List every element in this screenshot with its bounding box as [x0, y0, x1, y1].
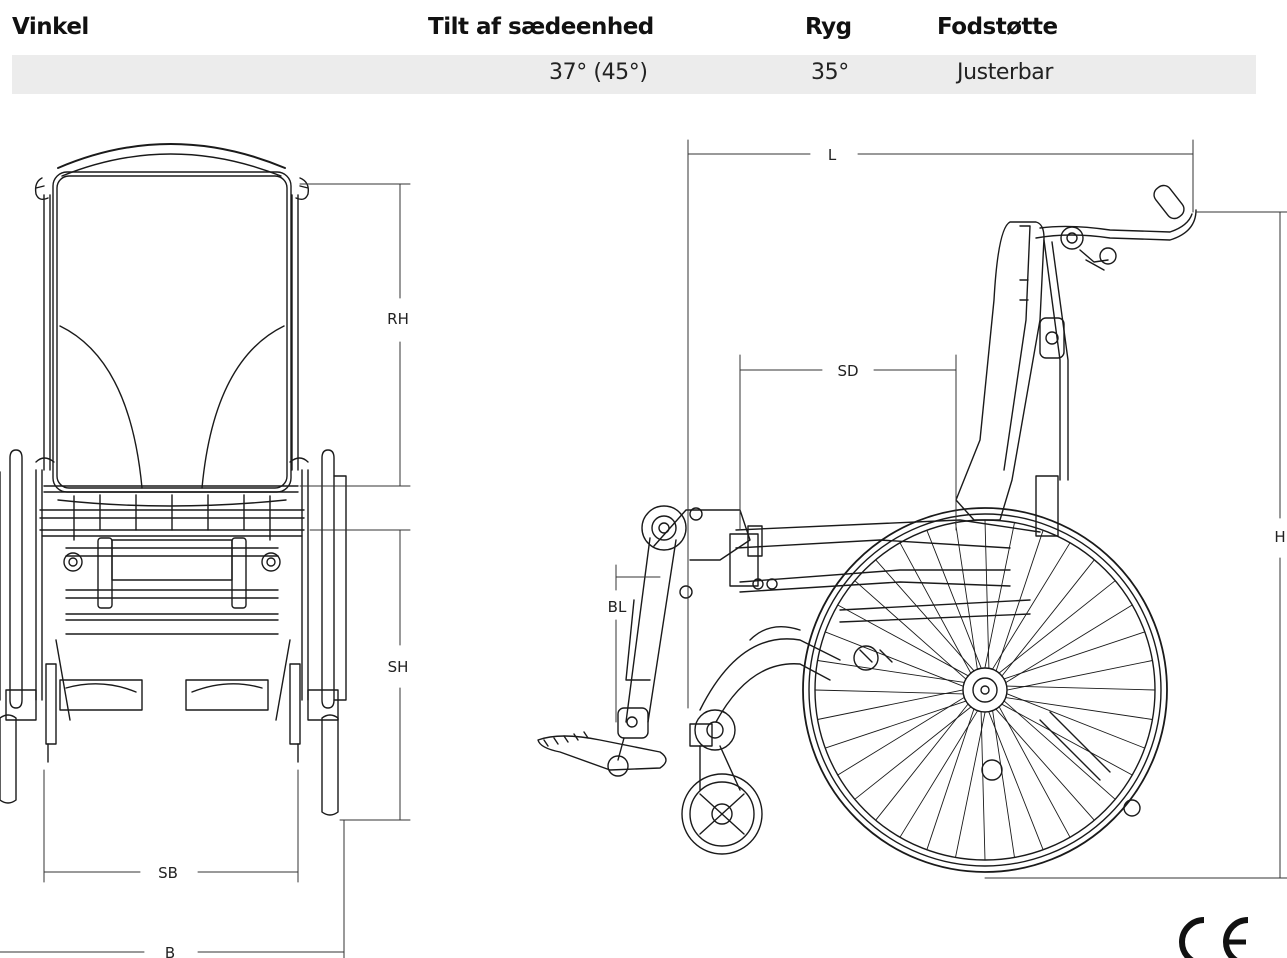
- front-view: [0, 143, 347, 816]
- wheel-spoke: [1005, 697, 1153, 720]
- wheel-spoke: [992, 710, 1015, 858]
- wheel-spoke: [817, 660, 965, 683]
- wheel-spoke: [998, 580, 1116, 674]
- wheel-spoke: [1003, 700, 1116, 800]
- wheel-spoke: [984, 519, 990, 669]
- wheel-spoke: [1001, 559, 1095, 677]
- value-ryg: 35°: [811, 60, 849, 85]
- wheel-spoke: [817, 689, 964, 720]
- label-rh: RH: [387, 310, 409, 328]
- wheel-spoke: [824, 700, 967, 749]
- spec-table-header: Vinkel Tilt af sædeenhed Ryg Fodstøtte: [0, 0, 1287, 50]
- label-sd: SD: [837, 362, 858, 380]
- wheel-spoke: [1006, 660, 1153, 691]
- wheel-spoke: [984, 522, 1015, 669]
- label-sb: SB: [158, 864, 178, 882]
- label-h: H: [1274, 528, 1285, 546]
- wheel-spoke: [875, 703, 969, 821]
- label-sh: SH: [388, 658, 409, 676]
- side-dimensions: [615, 139, 1287, 879]
- wheel-spoke: [955, 522, 978, 670]
- wheel-spoke: [955, 711, 986, 858]
- header-ryg: Ryg: [805, 14, 852, 40]
- wheel-spoke: [1006, 685, 1156, 691]
- wheel-spoke: [926, 708, 975, 851]
- wheel-spoke: [998, 706, 1071, 838]
- front-dimensions: [0, 183, 411, 958]
- wheel-spoke: [1003, 631, 1146, 680]
- label-b: B: [165, 944, 175, 958]
- wheel-spoke: [1006, 693, 1146, 749]
- header-fodstotte: Fodstøtte: [937, 14, 1058, 40]
- header-vinkel: Vinkel: [12, 14, 89, 40]
- value-fodstotte: Justerbar: [957, 60, 1053, 85]
- wheel-spoke: [837, 696, 965, 776]
- spec-table-row: 37° (45°) 35° Justerbar: [12, 55, 1256, 94]
- side-view: [537, 184, 1197, 873]
- wheel-spoke: [988, 711, 1044, 851]
- wheel-spoke: [980, 711, 986, 861]
- wheel-spoke: [824, 631, 964, 687]
- ce-mark-logo: [1179, 917, 1249, 958]
- wheel-spoke: [1005, 604, 1133, 684]
- wheel-spoke: [899, 542, 972, 674]
- wheel-spoke: [854, 706, 972, 800]
- wheel-spoke: [854, 580, 967, 680]
- wheel-spoke: [1001, 703, 1133, 776]
- wheel-spoke: [875, 559, 975, 672]
- wheel-spoke: [991, 542, 1071, 670]
- wheel-spoke: [899, 710, 979, 838]
- value-tilt: 37° (45°): [549, 60, 648, 85]
- wheel-spoke: [926, 529, 982, 669]
- wheel-spoke: [814, 689, 964, 695]
- label-l: L: [828, 146, 837, 164]
- label-bl: BL: [608, 598, 627, 616]
- header-tilt: Tilt af sædeenhed: [428, 14, 654, 40]
- wheel-spoke: [995, 708, 1095, 821]
- wheel-spoke: [837, 604, 969, 677]
